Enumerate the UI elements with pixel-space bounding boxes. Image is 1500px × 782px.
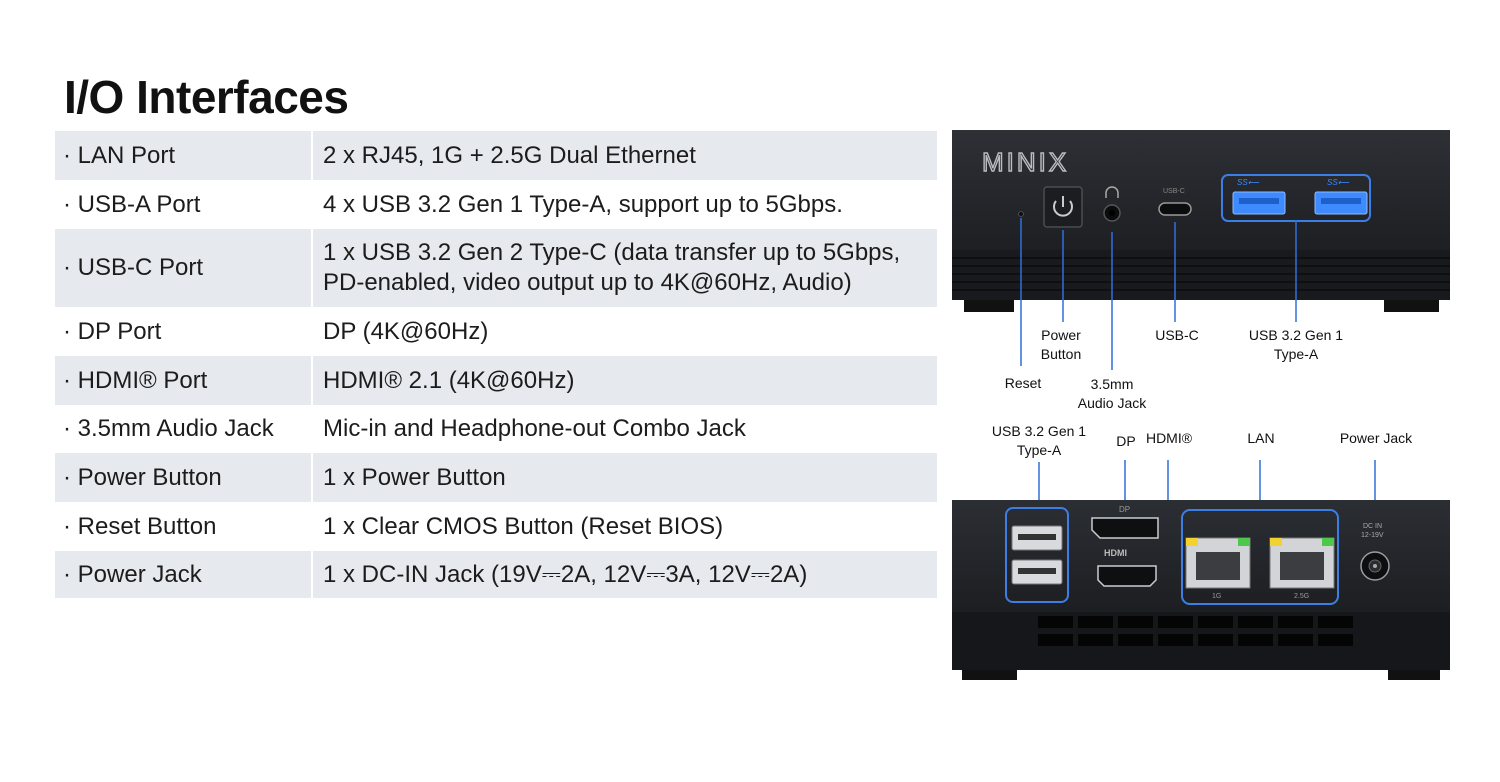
spec-value: 2 x RJ45, 1G + 2.5G Dual Ethernet	[323, 141, 696, 169]
table-row: · DP Port DP (4K@60Hz)	[55, 307, 937, 356]
spec-label: · HDMI® Port	[55, 356, 313, 405]
spec-label: · USB-A Port	[55, 180, 313, 229]
front-chassis	[952, 130, 1450, 250]
lan-1g-mark: 1G	[1212, 593, 1221, 600]
callout-dp: DP	[1116, 433, 1136, 449]
dp-mark: DP	[1119, 505, 1130, 514]
reset-hole-icon	[1018, 211, 1024, 217]
spec-value: 4 x USB 3.2 Gen 1 Type-A, support up to …	[323, 190, 843, 218]
usbc-port-icon	[1158, 202, 1192, 216]
spec-label: · 3.5mm Audio Jack	[55, 405, 313, 453]
dc-voltage-mark: 12-19V	[1361, 532, 1384, 539]
spec-label: · DP Port	[55, 307, 313, 356]
spec-label: · USB-C Port	[55, 229, 313, 307]
callout-hdmi: HDMI®	[1145, 430, 1193, 446]
table-row: · 3.5mm Audio Jack Mic-in and Headphone-…	[55, 405, 937, 453]
hdmi-mark: HDMI	[1104, 548, 1127, 558]
lan-25g-mark: 2.5G	[1294, 593, 1309, 600]
table-row: · USB-C Port 1 x USB 3.2 Gen 2 Type-C (d…	[55, 229, 937, 307]
headphone-icon	[1105, 186, 1119, 198]
callout-usbc: USB-C	[1155, 327, 1199, 343]
callout-power-button: Power Button	[1040, 327, 1082, 362]
front-panel-illustration: MINIX USB-C SS⟵ SS⟵	[952, 130, 1450, 312]
usbc-mark: USB-C	[1163, 188, 1185, 195]
page-title: I/O Interfaces	[64, 71, 349, 123]
spec-value: 1 x DC-IN Jack (19V⎓2A, 12V⎓3A, 12V⎓2A)	[323, 560, 808, 588]
table-row: · Reset Button 1 x Clear CMOS Button (Re…	[55, 502, 937, 551]
spec-value: 1 x Clear CMOS Button (Reset BIOS)	[323, 512, 724, 540]
spec-value: 1 x USB 3.2 Gen 2 Type-C (data transfer …	[323, 239, 901, 296]
table-row: · HDMI® Port HDMI® 2.1 (4K@60Hz)	[55, 356, 937, 405]
spec-label: · Power Button	[55, 453, 313, 502]
rear-panel-illustration: DP HDMI 1G 2.5G DC IN 12-19V	[952, 460, 1450, 680]
spec-value: Mic-in and Headphone-out Combo Jack	[323, 415, 746, 442]
callout-reset: Reset	[1004, 375, 1042, 391]
spec-value: 1 x Power Button	[323, 463, 506, 491]
spec-label: · Reset Button	[55, 502, 313, 551]
rear-usba-highlight	[1005, 507, 1069, 603]
spec-value: HDMI® 2.1 (4K@60Hz)	[323, 366, 575, 394]
dp-port-icon	[1091, 517, 1159, 539]
table-row: · USB-A Port 4 x USB 3.2 Gen 1 Type-A, s…	[55, 180, 937, 229]
spec-label: · Power Jack	[55, 551, 313, 598]
callout-usba-front: USB 3.2 Gen 1 Type-A	[1248, 327, 1344, 362]
spec-label: · LAN Port	[55, 131, 313, 180]
usb-logo: SS⟵	[1327, 178, 1350, 187]
callout-lan: LAN	[1247, 430, 1275, 446]
table-row: · Power Button 1 x Power Button	[55, 453, 937, 502]
hdmi-port-icon	[1097, 565, 1157, 587]
callout-audio-jack: 3.5mm Audio Jack	[1077, 376, 1147, 411]
callout-power-jack: Power Jack	[1339, 430, 1413, 446]
callout-usba-rear: USB 3.2 Gen 1 Type-A	[991, 423, 1087, 458]
brand-logo: MINIX	[982, 147, 1069, 177]
table-row: · LAN Port 2 x RJ45, 1G + 2.5G Dual Ethe…	[55, 131, 937, 180]
front-callout-lines	[1020, 218, 1297, 370]
dc-mark: DC IN	[1363, 523, 1382, 530]
spec-value: DP (4K@60Hz)	[323, 317, 489, 345]
usb-logo: SS⟵	[1237, 178, 1260, 187]
io-spec-table: · LAN Port 2 x RJ45, 1G + 2.5G Dual Ethe…	[55, 131, 937, 598]
table-row: · Power Jack 1 x DC-IN Jack (19V⎓2A, 12V…	[55, 551, 937, 598]
lan-highlight	[1181, 509, 1339, 605]
